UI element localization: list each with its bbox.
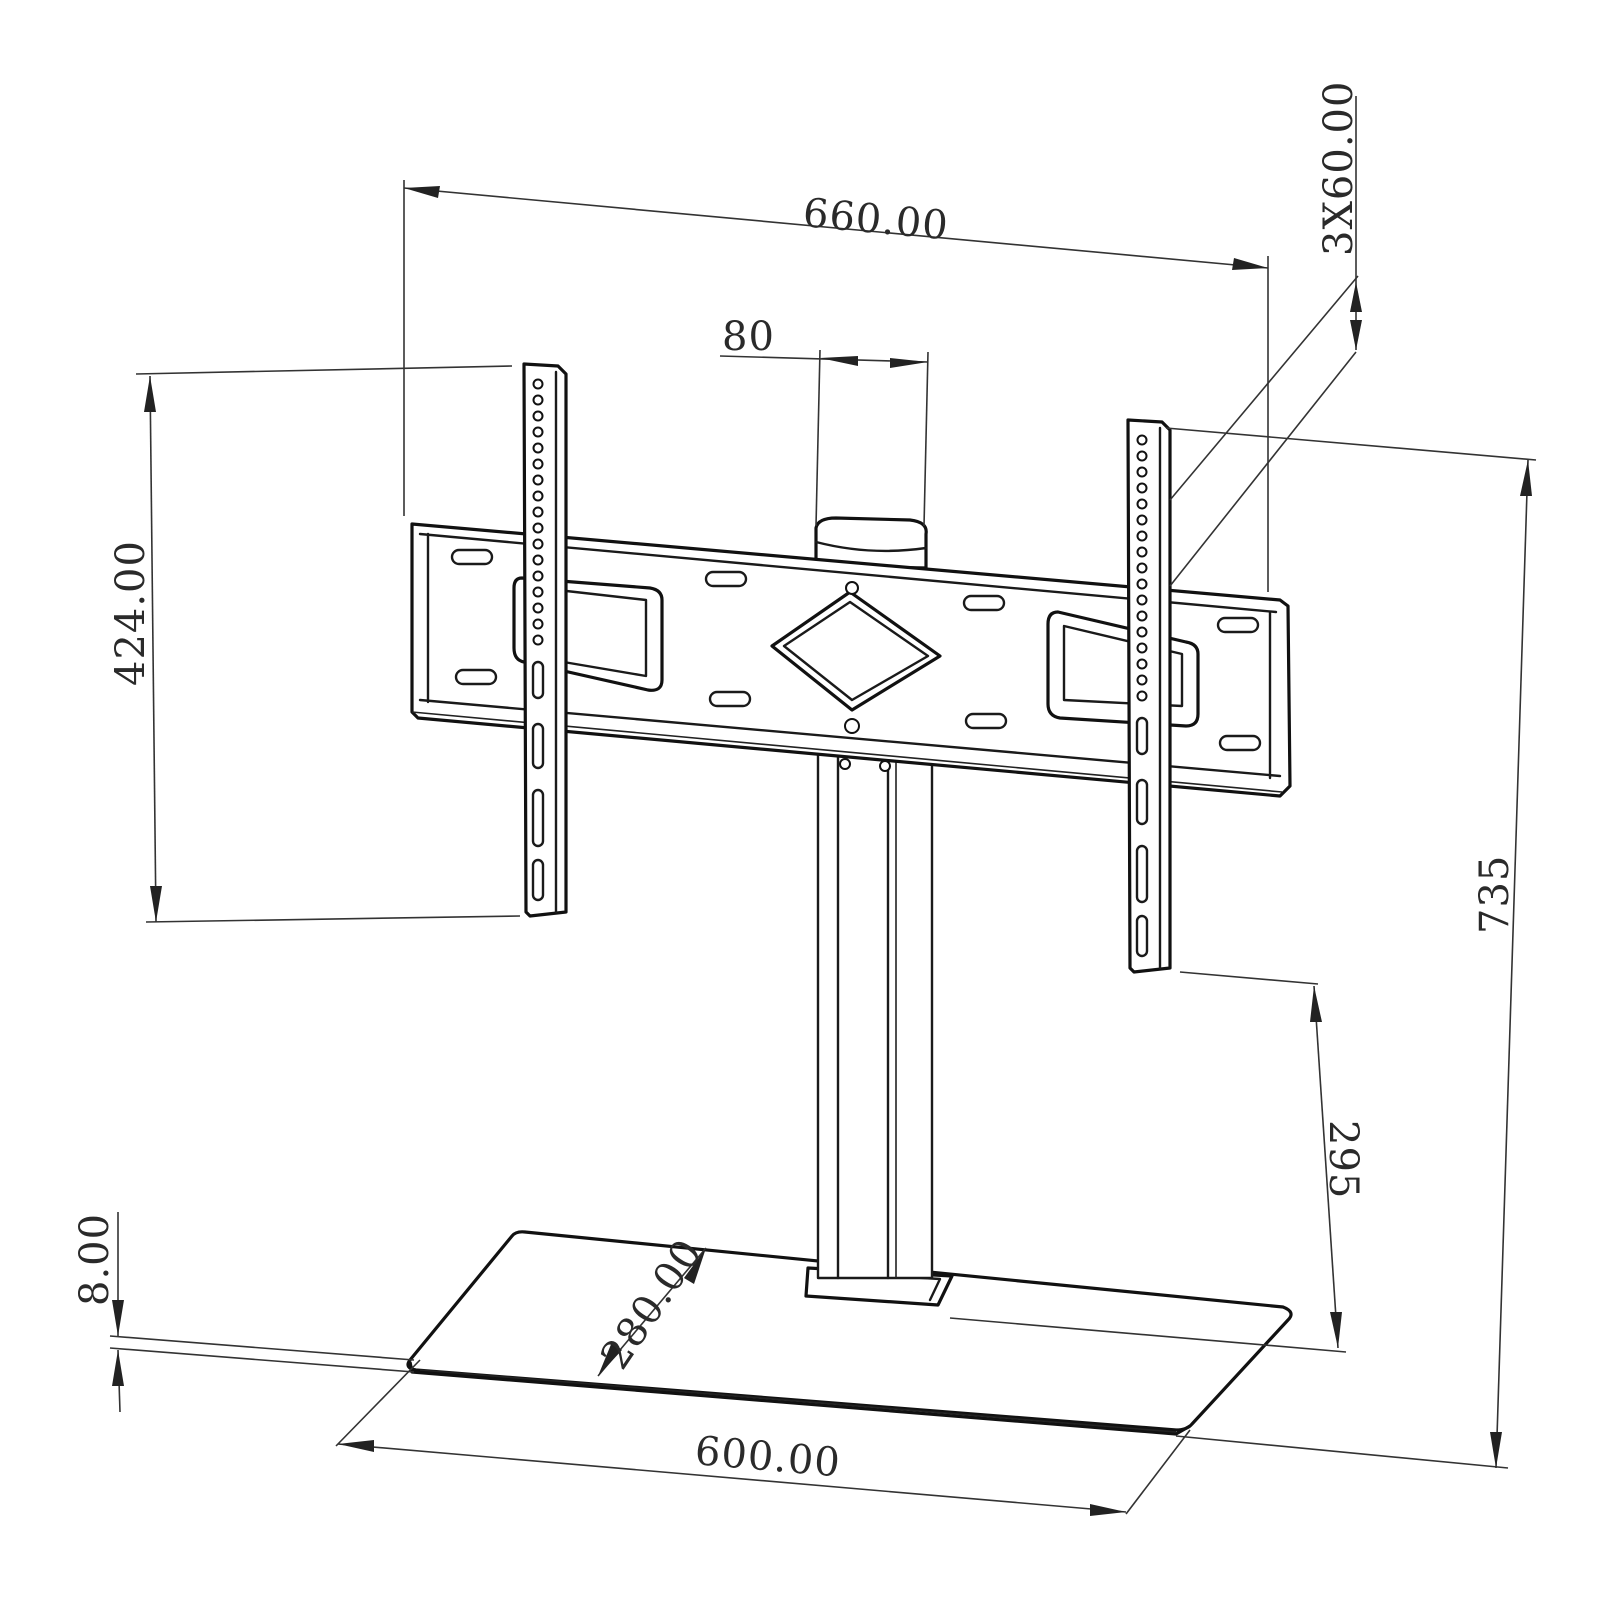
label-bracket-height: 424.00 — [108, 540, 154, 686]
dimension-base-width — [335, 1359, 1191, 1516]
label-base-thickness: 8.00 — [72, 1213, 118, 1306]
label-hole-spacing: 3X60.00 — [1316, 81, 1362, 256]
dimension-hole-spacing — [1169, 96, 1362, 587]
dimension-bracket-height — [135, 365, 521, 923]
dimension-base-depth — [597, 1247, 707, 1377]
dimension-clearance-height — [949, 971, 1347, 1353]
left-vertical-bracket — [522, 362, 568, 918]
base-plate — [406, 1230, 1293, 1436]
label-column-width: 80 — [722, 314, 775, 360]
dimension-total-height — [1165, 427, 1537, 1469]
dimension-base-thickness — [109, 1212, 415, 1413]
label-total-height: 735 — [1472, 855, 1518, 934]
dimension-overall-width — [403, 180, 1269, 592]
right-vertical-bracket — [1126, 418, 1172, 974]
support-column — [804, 750, 954, 1307]
dimension-column-width — [719, 349, 929, 527]
label-base-width: 600.00 — [693, 1428, 842, 1486]
label-clearance-height: 295 — [1320, 1120, 1366, 1199]
label-overall-width: 660.00 — [801, 190, 951, 249]
